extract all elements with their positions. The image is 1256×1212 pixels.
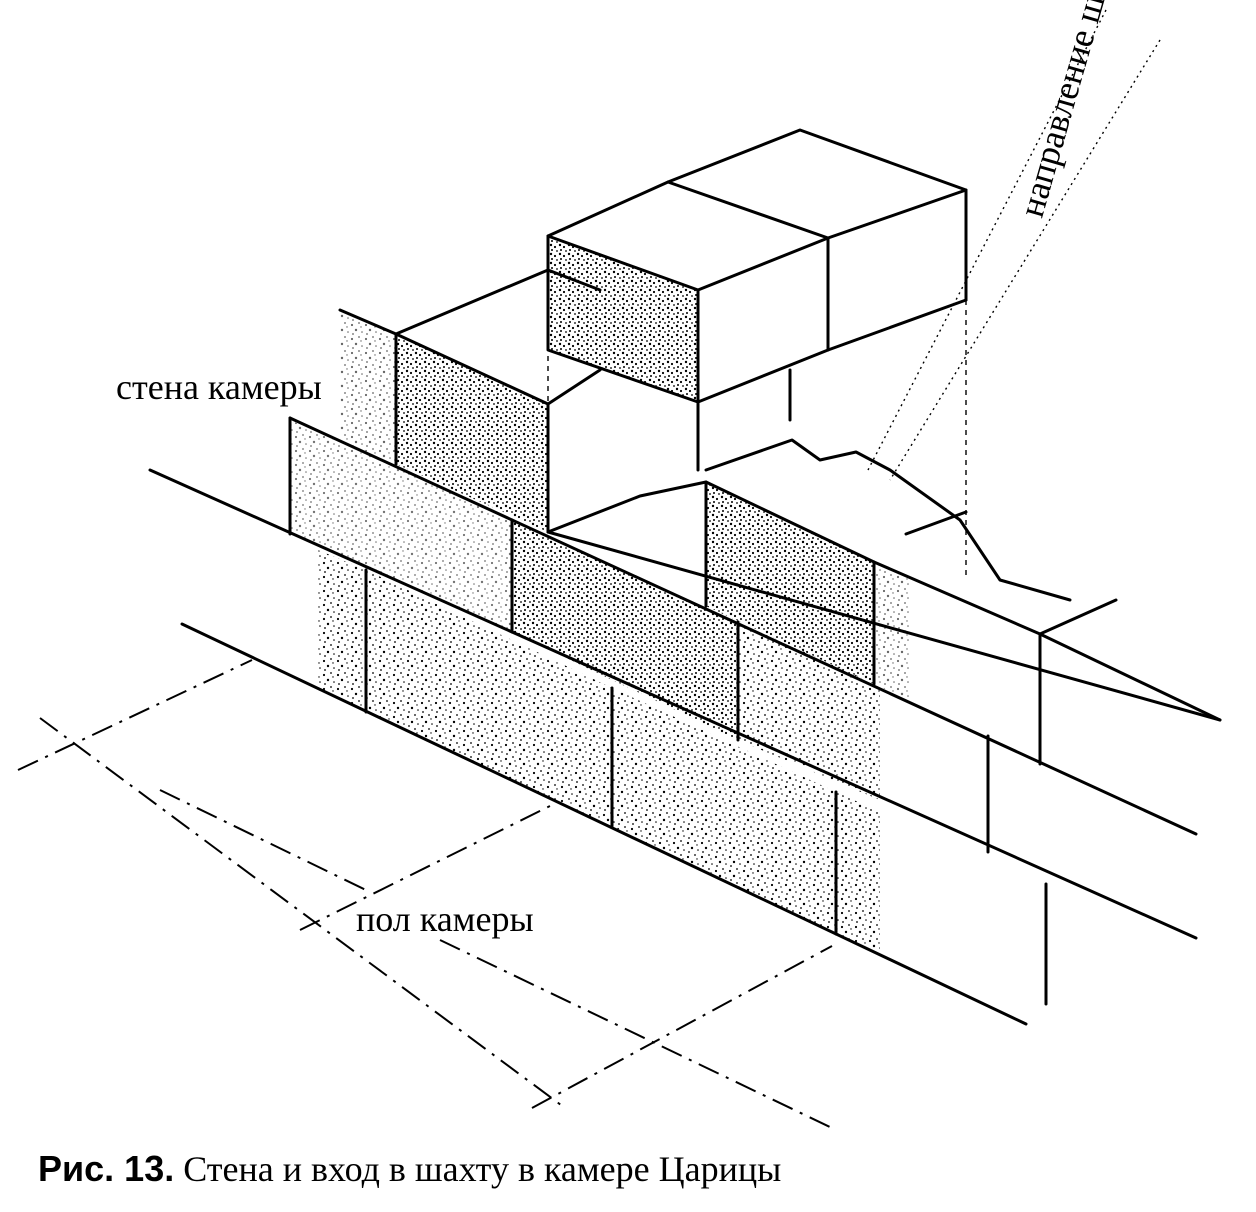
figure-number: Рис. 13. bbox=[38, 1148, 175, 1189]
wall-middle-course bbox=[290, 420, 880, 800]
chamber-wall-label: стена камеры bbox=[116, 367, 322, 407]
shaft-direction-lines bbox=[547, 9, 1161, 580]
figure-caption: Рис. 13. Стена и вход в шахту в камере Ц… bbox=[38, 1148, 781, 1190]
wall-outlines bbox=[148, 128, 1222, 1026]
chamber-floor-label: пол камеры bbox=[356, 899, 534, 939]
wall-upper-block bbox=[340, 310, 548, 532]
figure-caption-text: Стена и вход в шахту в камере Царицы bbox=[183, 1149, 782, 1189]
shaft-side-block bbox=[706, 482, 910, 700]
wall-lower-course bbox=[318, 550, 880, 952]
chamber-floor-lines bbox=[17, 659, 833, 1129]
